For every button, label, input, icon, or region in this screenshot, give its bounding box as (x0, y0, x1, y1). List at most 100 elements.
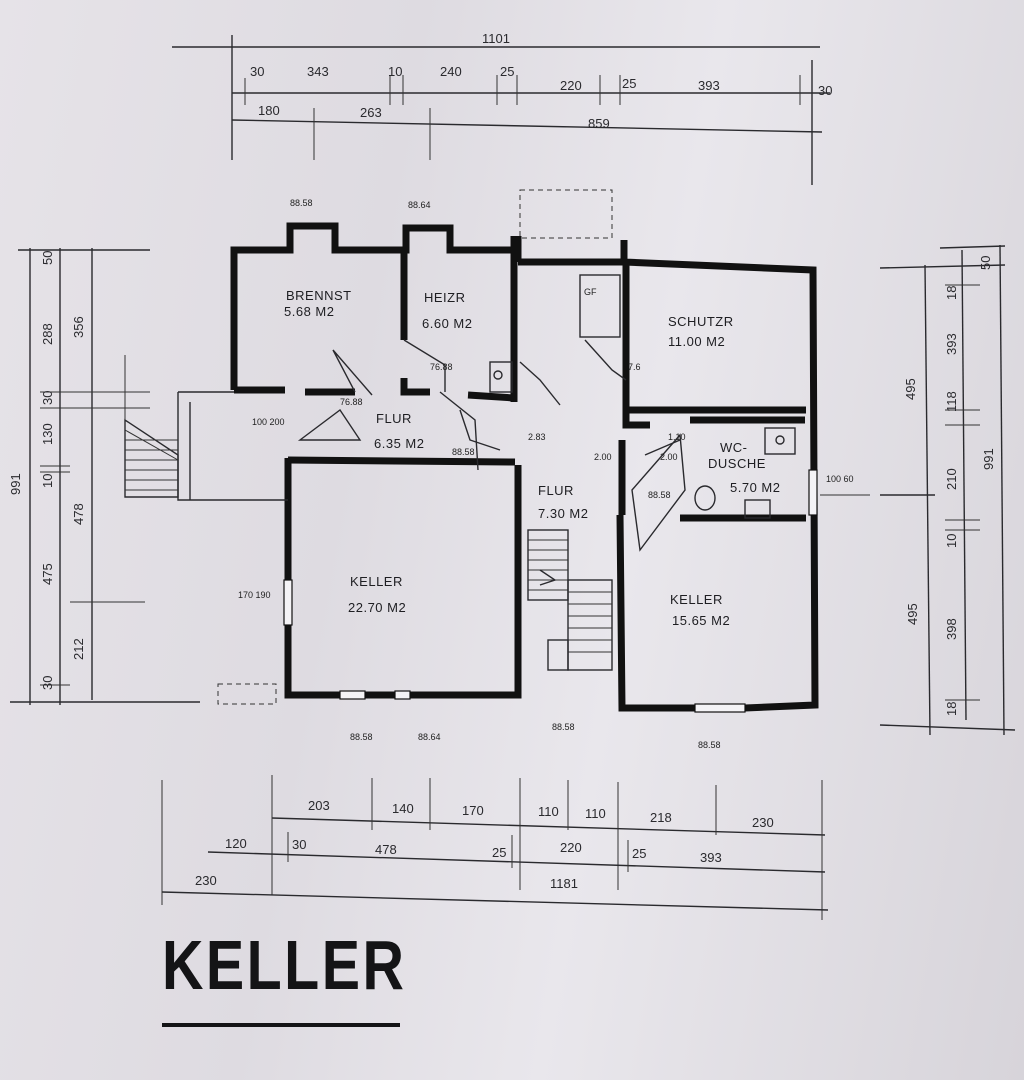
dim-right-4: 18 (944, 286, 959, 300)
staircase-interior (527, 529, 613, 671)
dim-bottom-r2-2: 478 (375, 842, 397, 857)
staircase-exterior (124, 355, 179, 498)
opening-small-8: 88.58 (452, 447, 475, 457)
dim-top-r1-4: 25 (500, 64, 514, 79)
windows (283, 469, 818, 713)
dim-left-5: 130 (40, 423, 55, 445)
dim-right-1: 495 (905, 603, 920, 625)
room-flur2-area: 7.30 M2 (538, 506, 588, 521)
dim-bottom-r2-1: 30 (292, 837, 306, 852)
dim-left-9: 212 (71, 638, 86, 660)
gf-cabinet (579, 274, 621, 338)
washbasin-icon (744, 499, 771, 519)
dim-top-r1-5: 220 (560, 78, 582, 93)
left-dimensions: 991 50 288 356 30 130 10 475 478 212 30 (8, 248, 200, 705)
plan-title: KELLER (162, 926, 407, 1004)
room-flur1-name: FLUR (376, 411, 412, 426)
dim-top-r1-8: 30 (818, 83, 832, 98)
door-misc-3: 7.6 (628, 362, 641, 372)
dim-bottom-r1-6: 230 (752, 815, 774, 830)
room-heizr-area: 6.60 M2 (422, 316, 472, 331)
dim-bottom-r1-4: 110 (585, 806, 606, 821)
opening-small-6: 88.58 (552, 722, 575, 732)
light-well-top (519, 189, 613, 239)
room-keller1-area: 22.70 M2 (348, 600, 406, 615)
room-keller2-name: KELLER (670, 592, 723, 607)
dim-top-r1-6: 25 (622, 76, 636, 91)
dim-right-3: 50 (978, 256, 993, 270)
room-brennst-area: 5.68 M2 (284, 304, 334, 319)
dim-right-7: 210 (944, 468, 959, 490)
dim-left-7: 475 (40, 563, 55, 585)
boiler-icon (489, 361, 513, 393)
walls (177, 222, 819, 712)
dim-left-3: 356 (71, 316, 86, 338)
dim-top-r1-0: 30 (250, 64, 264, 79)
room-flur2-name: FLUR (538, 483, 574, 498)
door-misc-2: 2.00 (660, 452, 678, 462)
dim-right-0: 495 (903, 378, 918, 400)
dim-bottom-r2-6: 393 (700, 850, 722, 865)
opening-small-1: 88.64 (408, 200, 431, 210)
dim-top-overall: 1101 (482, 31, 510, 46)
opening-small-0: 88.58 (290, 198, 313, 208)
dim-left-10: 30 (40, 676, 55, 690)
dim-left-6: 10 (40, 474, 55, 488)
room-wc-area: 5.70 M2 (730, 480, 780, 495)
fixtures: GF (489, 274, 796, 519)
right-dimensions: 495 495 991 50 18 393 118 210 10 398 18 (879, 244, 1016, 736)
room-brennst-name: BRENNST (286, 288, 352, 303)
dim-left-2: 288 (40, 323, 55, 345)
dim-top-r1-7: 393 (698, 78, 720, 93)
bottom-dimensions: 203 140 170 110 110 218 230 120 30 478 2… (161, 775, 829, 920)
title-underline (162, 1023, 400, 1027)
door-misc-1: 2.00 (594, 452, 612, 462)
light-well-left (217, 683, 277, 705)
dim-bottom-r2-0: 120 (225, 836, 247, 851)
room-labels: BRENNST 5.68 M2 HEIZR 6.60 M2 SCHUTZR 11… (284, 288, 780, 628)
dim-bottom-r2-5: 25 (632, 846, 646, 861)
dim-top-r1-2: 10 (388, 64, 402, 79)
dim-right-5: 393 (944, 333, 959, 355)
dim-right-2: 991 (981, 448, 996, 470)
dim-top-r2-1: 263 (360, 105, 382, 120)
room-keller1-name: KELLER (350, 574, 403, 589)
opening-small-3: 76.88 (340, 397, 363, 407)
dim-top-r1-1: 343 (307, 64, 329, 79)
top-dimensions: 1101 30 343 10 240 25 220 25 393 30 180 … (172, 31, 832, 185)
door-misc-0: 2.83 (528, 432, 546, 442)
dim-bottom-r3-0: 230 (195, 873, 217, 888)
opening-small-7: 88.58 (698, 740, 721, 750)
dim-top-r2-0: 180 (258, 103, 280, 118)
room-wc-name2: DUSCHE (708, 456, 766, 471)
room-flur1-area: 6.35 M2 (374, 436, 424, 451)
dim-bottom-r1-0: 203 (308, 798, 330, 813)
dim-right-10: 18 (944, 702, 959, 716)
dim-right-9: 398 (944, 618, 959, 640)
opening-small-2: 76.88 (430, 362, 453, 372)
dim-bottom-r2-4: 220 (560, 840, 582, 855)
dim-bottom-r3-1: 1181 (550, 876, 578, 891)
dim-top-r1-3: 240 (440, 64, 462, 79)
shower-tray-icon (764, 427, 796, 455)
room-wc-name: WC- (720, 440, 748, 455)
dim-right-8: 10 (944, 534, 959, 548)
dim-left-1: 50 (40, 251, 55, 265)
dim-bottom-r2-3: 25 (492, 845, 506, 860)
dim-right-6: 118 (944, 391, 959, 412)
dim-left-4: 30 (40, 391, 55, 405)
opening-small-4: 88.58 (350, 732, 373, 742)
dim-left-0: 991 (8, 473, 23, 495)
door-wc-size: 100 60 (826, 474, 854, 484)
opening-small-9: 88.58 (648, 490, 671, 500)
dim-bottom-r1-1: 140 (392, 801, 414, 816)
gf-label: GF (584, 287, 597, 297)
room-schutzr-area: 11.00 M2 (668, 334, 725, 349)
room-heizr-name: HEIZR (424, 290, 466, 305)
dim-bottom-r1-2: 170 (462, 803, 484, 818)
door-brennst-size: 100 200 (252, 417, 285, 427)
toilet-icon (694, 485, 716, 511)
dim-bottom-r1-3: 110 (538, 804, 559, 819)
